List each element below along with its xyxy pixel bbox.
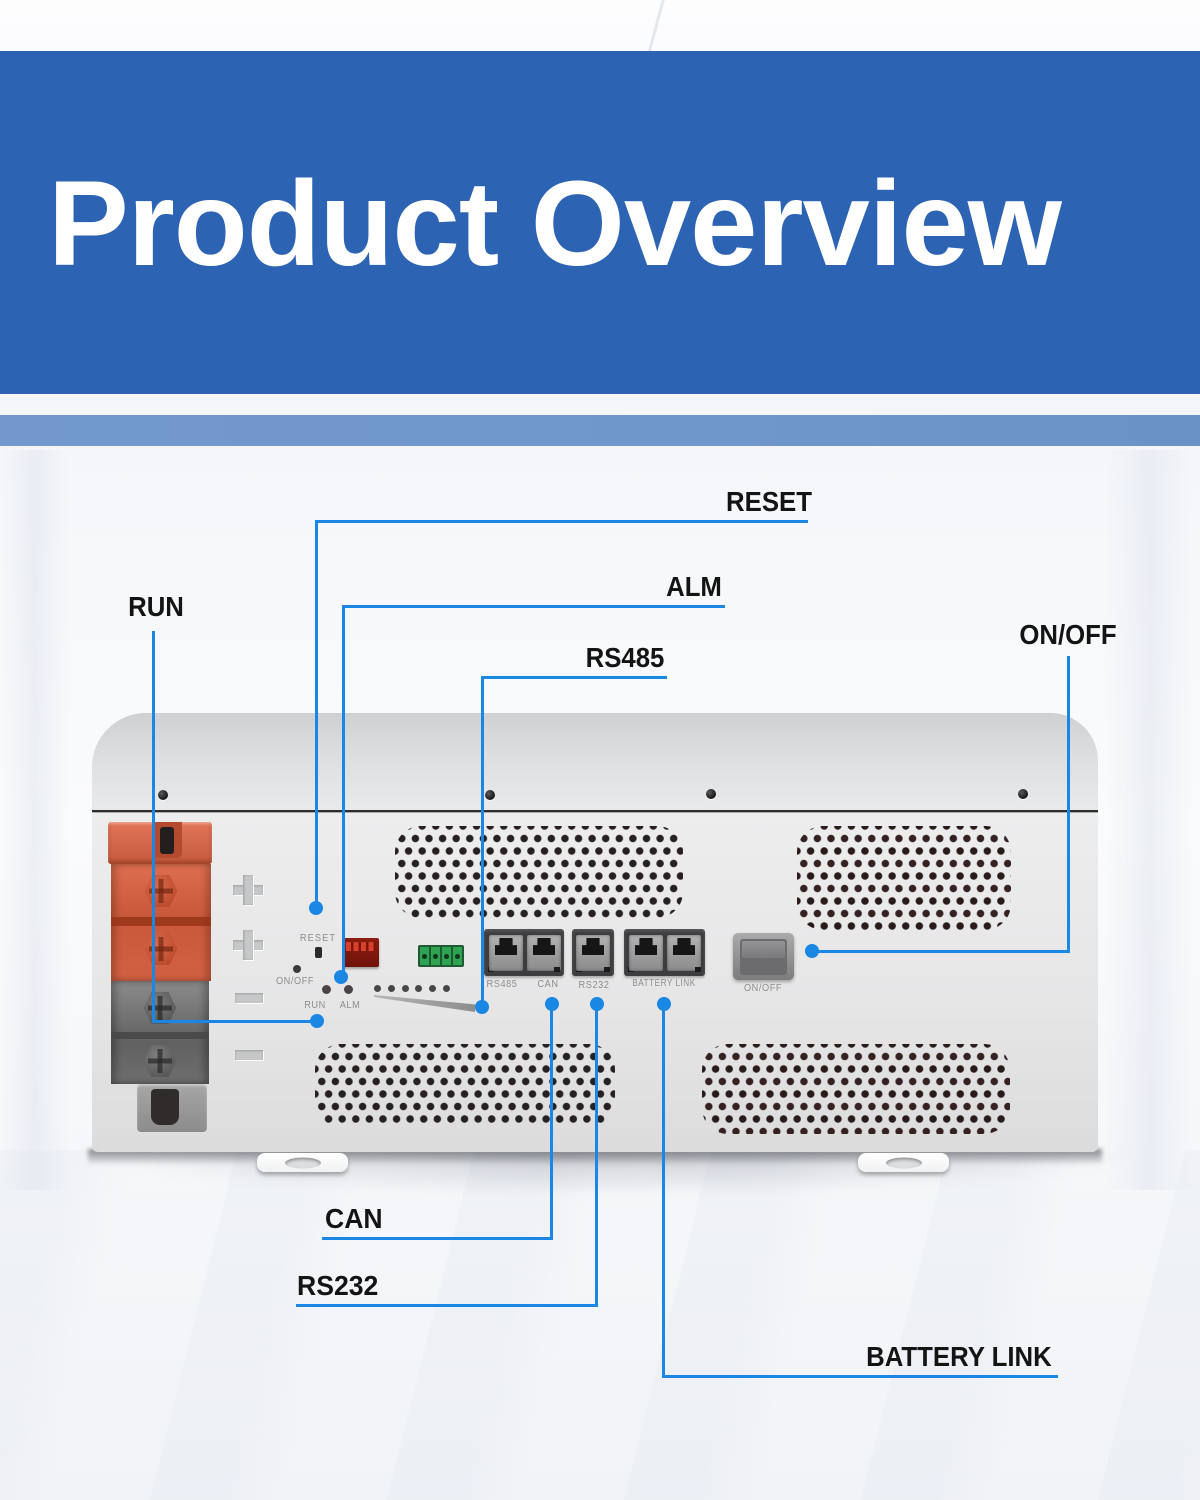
callout-line-run — [152, 1020, 317, 1023]
screw-icon — [1018, 789, 1028, 799]
dip-switch-tabs — [346, 942, 376, 951]
device-seam-line — [92, 810, 1098, 813]
dry-contact-terminal — [418, 945, 464, 967]
callout-line-rs232 — [296, 1304, 598, 1307]
connector-cap-hole — [160, 827, 174, 854]
callout-dot-battery-link — [657, 997, 671, 1011]
mounting-foot — [257, 1153, 348, 1172]
callout-line-on-off — [1067, 656, 1070, 953]
panel-can-label: CAN — [537, 979, 559, 990]
screw-icon — [485, 790, 495, 800]
callout-line-alm — [342, 605, 725, 608]
terminal-screw-icon — [143, 1045, 177, 1077]
terminal-divider — [111, 1032, 209, 1039]
callout-dot-can — [545, 997, 559, 1011]
vent-grille-top-right — [797, 826, 1011, 930]
mounting-foot — [858, 1153, 949, 1172]
callout-line-battery-link — [662, 1375, 1058, 1378]
dip-switch — [343, 938, 379, 967]
callout-line-reset — [315, 520, 808, 523]
callout-line-rs485 — [481, 676, 484, 1007]
callout-line-run — [152, 631, 155, 1023]
screw-icon — [158, 790, 168, 800]
rs485-port — [489, 935, 523, 971]
can-port — [527, 935, 561, 971]
alm-led — [344, 985, 353, 994]
vent-grille-bottom-left — [315, 1044, 615, 1127]
rs485-can-port-housing — [484, 929, 564, 976]
vent-grille-top-left — [395, 826, 683, 918]
panel-rs485-label: RS485 — [486, 979, 518, 990]
terminal-screw-icon — [143, 992, 177, 1024]
cable-clamp-slot — [151, 1089, 179, 1125]
callout-line-rs232 — [595, 1004, 598, 1307]
title-banner: Product Overview — [0, 51, 1200, 394]
terminal-screw-icon — [144, 933, 178, 965]
panel-rs232-label: RS232 — [578, 980, 610, 991]
callout-dot-rs232 — [590, 997, 604, 1011]
callout-dot-alm — [334, 970, 348, 984]
screw-icon — [706, 789, 716, 799]
callout-label-alm: ALM — [666, 571, 722, 602]
callout-label-rs232: RS232 — [297, 1270, 379, 1301]
banner-accent-stripe — [0, 415, 1200, 446]
plus-mark-icon — [233, 875, 263, 905]
callout-dot-reset — [309, 901, 323, 915]
callout-dot-on-off — [805, 944, 819, 958]
rs232-port-housing — [572, 929, 614, 976]
floor-reflection — [0, 1150, 1200, 1500]
battery-link-port-1 — [629, 935, 663, 971]
terminal-screw-icon — [144, 875, 178, 907]
callout-line-on-off — [812, 950, 1070, 953]
buzzer-holes — [374, 985, 450, 993]
left-light-band — [0, 450, 70, 1190]
panel-battery-link-label: BATTERY LINK — [632, 978, 696, 989]
vent-grille-bottom-right — [702, 1044, 1010, 1134]
power-switch-bezel — [740, 939, 787, 975]
panel-power-switch-label: ON/OFF — [743, 983, 783, 994]
panel-on-off-label: ON/OFF — [275, 976, 315, 987]
right-light-band — [1105, 450, 1195, 1190]
callout-line-alm — [342, 605, 345, 978]
callout-label-run: RUN — [128, 591, 184, 622]
panel-alm-label: ALM — [339, 1000, 361, 1011]
callout-line-can — [550, 1004, 553, 1240]
callout-dot-run — [310, 1014, 324, 1028]
callout-line-can — [322, 1237, 553, 1240]
panel-run-label: RUN — [304, 1000, 326, 1011]
run-led — [322, 985, 331, 994]
callout-line-rs485 — [481, 676, 667, 679]
panel-reset-label: RESET — [299, 933, 337, 944]
minus-mark-icon — [235, 993, 263, 1003]
plus-mark-icon — [233, 930, 263, 960]
callout-label-reset: RESET — [726, 486, 812, 517]
power-switch-rocker — [742, 941, 785, 958]
callout-dot-rs485 — [475, 1000, 489, 1014]
callout-label-can: CAN — [325, 1203, 383, 1234]
reset-pinhole — [315, 947, 322, 958]
on-off-pinhole — [293, 965, 301, 973]
device-top-face — [92, 713, 1098, 810]
callout-label-rs485: RS485 — [585, 642, 665, 673]
terminal-divider — [111, 917, 211, 926]
rs232-port — [576, 935, 610, 971]
callout-label-battery-link: BATTERY LINK — [866, 1341, 1052, 1372]
minus-mark-icon — [235, 1050, 263, 1060]
callout-line-reset — [315, 520, 318, 910]
page-title: Product Overview — [48, 154, 1062, 291]
power-switch — [733, 933, 794, 980]
callout-line-battery-link — [662, 1004, 665, 1378]
callout-label-on-off: ON/OFF — [1019, 619, 1117, 650]
battery-link-port-2 — [667, 935, 701, 971]
battery-link-port-housing — [624, 929, 705, 976]
